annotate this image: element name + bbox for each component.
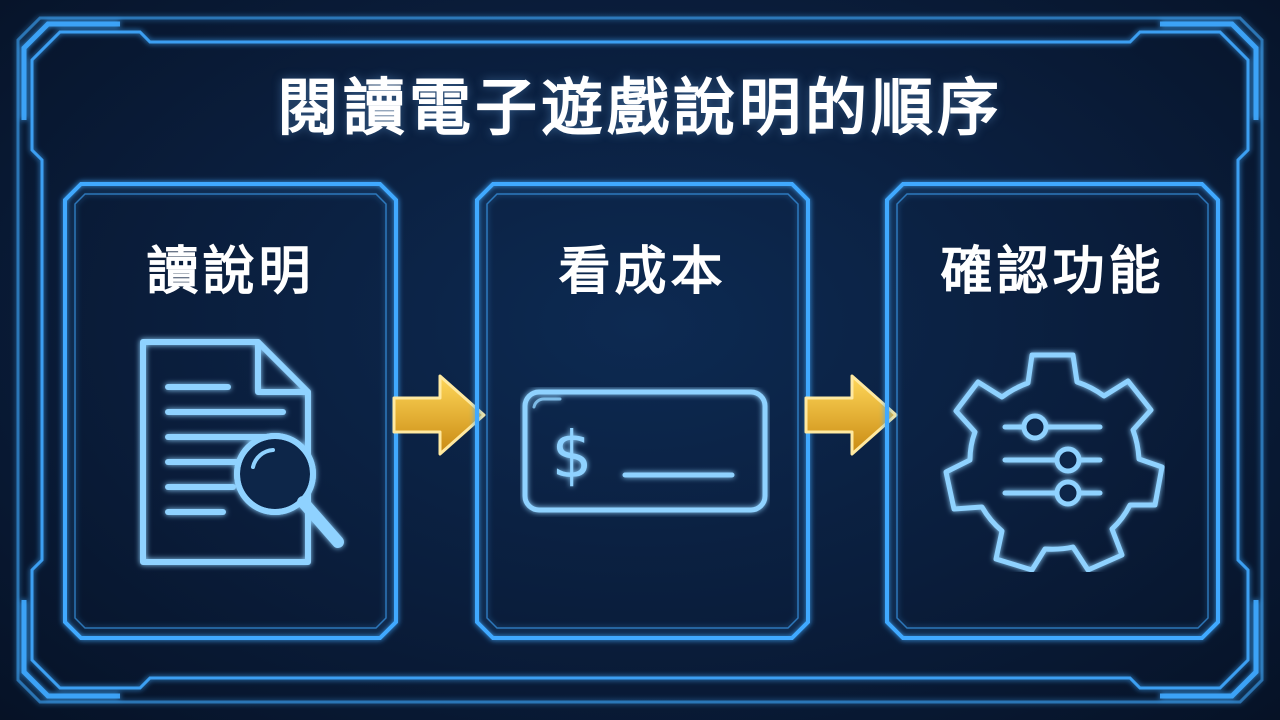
price-tag-icon: $ bbox=[522, 389, 768, 513]
diagram-title: 閱讀電子遊戲說明的順序 bbox=[276, 71, 1003, 144]
step-panel-read: 讀說明 bbox=[63, 182, 398, 640]
step-label-features: 確認功能 bbox=[940, 242, 1165, 302]
document-search-icon bbox=[140, 339, 344, 565]
arrow-right-icon bbox=[392, 374, 486, 456]
panel-outline bbox=[63, 182, 398, 640]
panel-outline bbox=[885, 182, 1220, 640]
gear-sliders-icon bbox=[943, 352, 1165, 572]
step-panel-features: 確認功能 bbox=[885, 182, 1220, 640]
step-label-cost: 看成本 bbox=[558, 242, 727, 302]
dollar-sign: $ bbox=[552, 419, 593, 493]
arrow-right-icon bbox=[804, 374, 898, 456]
step-label-read: 讀說明 bbox=[146, 242, 315, 302]
panel-outline bbox=[475, 182, 810, 640]
step-panel-cost: 看成本 $ bbox=[475, 182, 810, 640]
